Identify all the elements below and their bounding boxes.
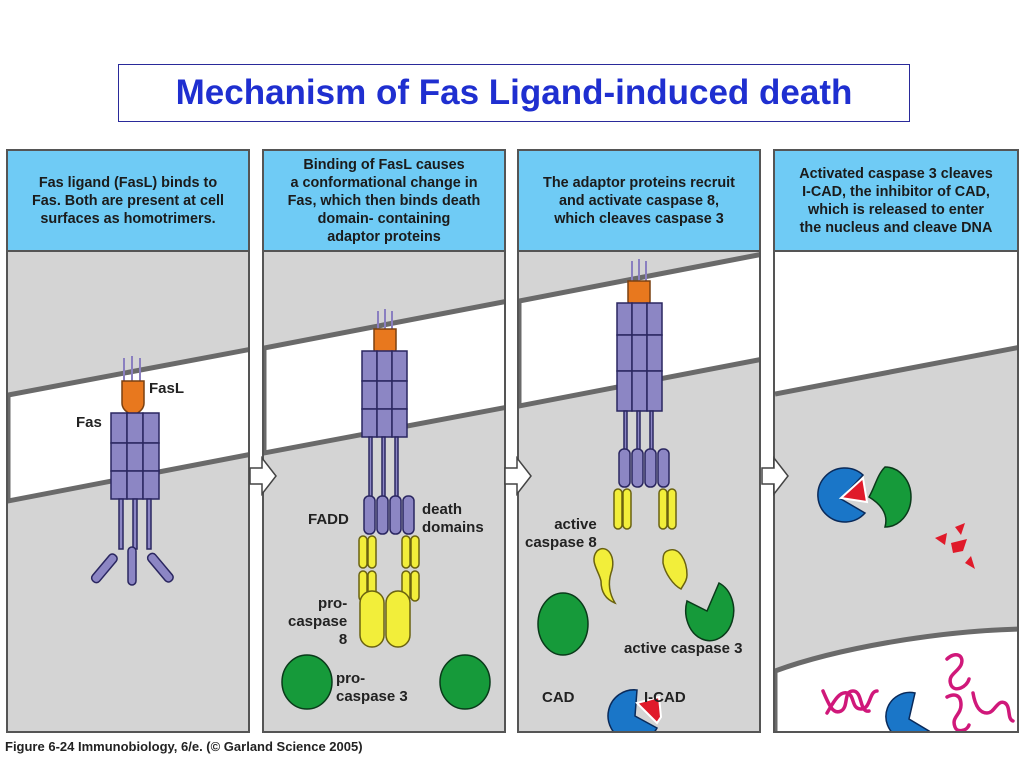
fas-trimer bbox=[90, 412, 174, 586]
icad-wedge bbox=[635, 695, 663, 725]
procaspase8-label: pro- caspase 8 bbox=[288, 595, 348, 648]
active-caspase-3 bbox=[684, 581, 735, 642]
fasl-trimer bbox=[121, 356, 145, 419]
death-domains-label: death domains bbox=[422, 501, 484, 536]
panel-2-illustration bbox=[264, 299, 504, 710]
procaspase3-label: pro- caspase 3 bbox=[336, 670, 408, 705]
active-caspase-8-left bbox=[593, 548, 617, 605]
fas-label: Fas bbox=[76, 414, 102, 431]
panel-4-illustration bbox=[775, 252, 1017, 731]
step-arrow-3 bbox=[761, 456, 789, 496]
icad-label: I-CAD bbox=[644, 689, 686, 706]
fas-trimer bbox=[616, 302, 670, 488]
active-caspase-8-right bbox=[662, 548, 688, 591]
fadd-label: FADD bbox=[308, 511, 349, 528]
panel-3-illustration bbox=[519, 252, 759, 731]
fadd-adaptors bbox=[358, 535, 420, 602]
cad-in-nucleus bbox=[885, 691, 931, 731]
cad-pacman bbox=[817, 467, 867, 523]
icad-fragment bbox=[838, 476, 869, 504]
dna-fragments bbox=[821, 653, 1015, 731]
procaspase-8 bbox=[359, 590, 411, 648]
active-caspase8-label: active caspase 8 bbox=[525, 516, 597, 551]
panel-3: The adaptor proteins recruit and activat… bbox=[517, 149, 761, 733]
step-arrow-1 bbox=[249, 456, 277, 496]
active-caspase3-label: active caspase 3 bbox=[624, 640, 743, 657]
fas-trimer bbox=[361, 350, 415, 535]
cad-pacman bbox=[607, 689, 659, 731]
icad-fragments bbox=[935, 523, 975, 569]
caspase-3-green bbox=[537, 592, 589, 656]
panel-1: Fas ligand (FasL) binds to Fas. Both are… bbox=[6, 149, 250, 733]
procaspase-3-left bbox=[281, 654, 333, 710]
panel-2: Binding of FasL causes a conformational … bbox=[262, 149, 506, 733]
fasl-label: FasL bbox=[149, 380, 185, 397]
panel-3-caption: The adaptor proteins recruit and activat… bbox=[519, 151, 759, 252]
panel-4-caption: Activated caspase 3 cleaves I-CAD, the i… bbox=[775, 151, 1017, 252]
page-title: Mechanism of Fas Ligand-induced death bbox=[175, 73, 853, 112]
panel-2-caption: Binding of FasL causes a conformational … bbox=[264, 151, 504, 252]
cad-label: CAD bbox=[542, 689, 575, 706]
title-box: Mechanism of Fas Ligand-induced death bbox=[118, 64, 910, 122]
panel-1-caption: Fas ligand (FasL) binds to Fas. Both are… bbox=[8, 151, 248, 252]
fadd-adaptors bbox=[613, 488, 677, 530]
caspase-3-green bbox=[867, 466, 912, 528]
step-arrow-2 bbox=[504, 456, 532, 496]
panel-1-illustration bbox=[8, 347, 248, 586]
panel-4: Activated caspase 3 cleaves I-CAD, the i… bbox=[773, 149, 1019, 733]
figure-credit: Figure 6-24 Immunobiology, 6/e. (© Garla… bbox=[5, 739, 363, 754]
procaspase-3-right bbox=[439, 654, 491, 710]
